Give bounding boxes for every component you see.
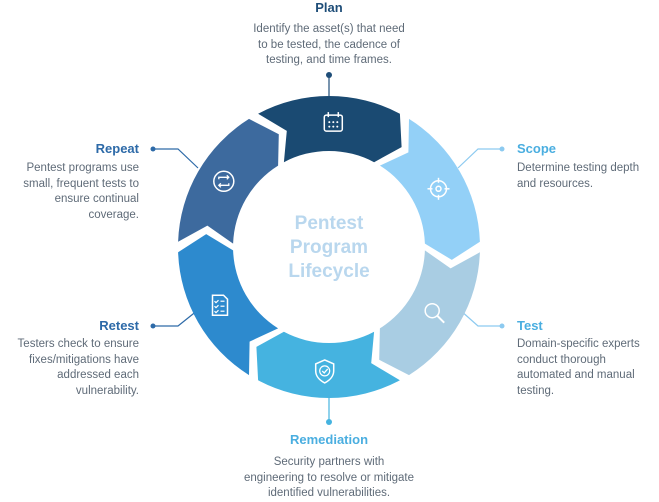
desc-line: ensure continual (54, 193, 139, 205)
plan-connector (326, 72, 332, 100)
desc-line: engineering to resolve or mitigate (243, 471, 415, 484)
center-title-line: Pentest (294, 213, 364, 234)
scope-title: Scope (517, 141, 557, 156)
desc-line: Testers check to ensure (17, 338, 139, 350)
center-title: Pentest Program Lifecycle (288, 212, 369, 284)
test-connector (459, 309, 505, 329)
desc-line: Identify the asset(s) that need (253, 23, 405, 35)
retest-connector (150, 309, 199, 329)
test-segment (379, 250, 480, 376)
desc-line: coverage. (88, 208, 139, 221)
repeat-description: Pentest programs use small, frequent tes… (23, 161, 139, 223)
desc-line: Domain-specific experts (517, 338, 640, 350)
remediation-title: Remediation (289, 432, 369, 447)
plan-description: Identify the asset(s) that need to be te… (253, 22, 405, 69)
center-title-line: Lifecycle (288, 261, 370, 282)
desc-line: testing, and time frames. (266, 54, 392, 66)
plan-segment (258, 96, 402, 163)
repeat-segment (178, 118, 279, 244)
checklist-icon (211, 294, 229, 316)
desc-line: to be tested, the cadence of (258, 38, 400, 51)
desc-line: testing. (517, 384, 555, 397)
desc-line: small, frequent tests to (23, 177, 139, 190)
desc-line: and resources. (517, 177, 594, 190)
plan-title: Plan (315, 0, 343, 15)
center-title-line: Program (289, 237, 369, 258)
desc-line: conduct thorough (517, 353, 606, 366)
target-icon (427, 177, 450, 200)
desc-line: automated and manual (517, 369, 635, 381)
desc-line: vulnerability. (75, 384, 139, 397)
desc-line: fixes/mitigations have (29, 353, 139, 366)
remediation-segment (256, 331, 400, 398)
desc-line: Security partners with (273, 456, 385, 468)
shield-check-icon (314, 359, 335, 384)
remediation-connector (326, 396, 332, 425)
desc-line: identified vulnerabilities. (267, 487, 391, 499)
repeat-icon (213, 170, 235, 193)
repeat-connector (150, 146, 199, 169)
repeat-title: Repeat (95, 141, 139, 156)
retest-title: Retest (99, 318, 139, 333)
scope-connector (457, 146, 505, 169)
scope-description: Determine testing depth and resources. (517, 161, 639, 192)
desc-line: Pentest programs use (26, 162, 139, 174)
calendar-icon (323, 112, 344, 132)
test-title: Test (517, 318, 543, 333)
remediation-description: Security partners with engineering to re… (244, 455, 414, 502)
test-description: Domain-specific experts conduct thorough… (517, 337, 640, 399)
retest-description: Testers check to ensure fixes/mitigation… (18, 337, 139, 399)
magnifier-icon (424, 302, 445, 324)
desc-line: addressed each (57, 369, 139, 381)
desc-line: Determine testing depth (517, 162, 640, 174)
